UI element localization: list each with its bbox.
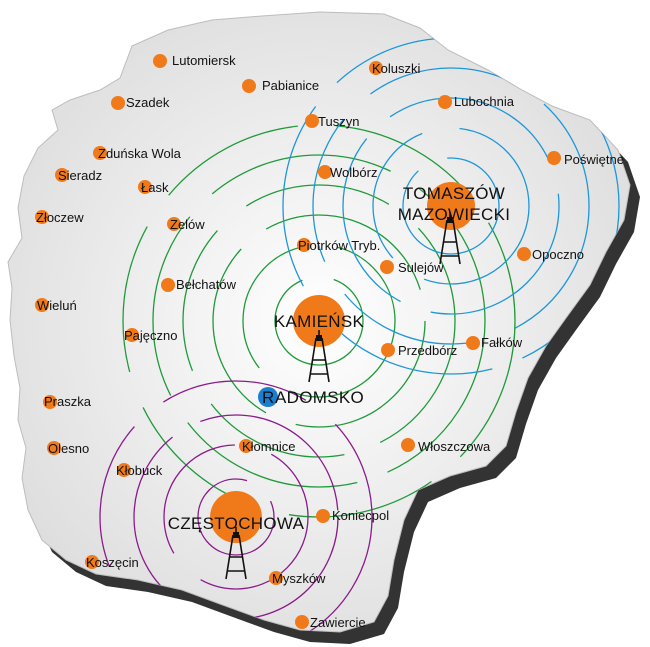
kamiensk-coverage-ring bbox=[242, 244, 396, 398]
town-label-klomnice: Kłomnice bbox=[242, 439, 295, 454]
town-dot-zloczew bbox=[35, 210, 49, 224]
town-label-przedborz: Przedbórz bbox=[398, 343, 457, 358]
town-dot-szadek bbox=[111, 96, 125, 110]
transmitter-tower-icon bbox=[225, 527, 247, 580]
tomaszow-coverage-ring bbox=[402, 157, 500, 255]
town-dot-koniecpol bbox=[316, 509, 330, 523]
town-label-szadek: Szadek bbox=[126, 95, 170, 110]
tomaszow-transmitter-dot bbox=[427, 182, 475, 230]
kamiensk-coverage-ring bbox=[274, 276, 364, 366]
town-label-sulejow: Sulejów bbox=[398, 260, 444, 275]
tomaszow-coverage-ring bbox=[312, 67, 590, 345]
town-dot-pajeczno bbox=[125, 328, 139, 342]
town-dot-zawiercie bbox=[295, 615, 309, 629]
town-dot-wolborz bbox=[318, 165, 332, 179]
town-label-piotrkow-tryb: Piotrków Tryb. bbox=[298, 238, 380, 253]
town-dot-pabianice bbox=[242, 79, 256, 93]
town-dot-tuszyn bbox=[305, 114, 319, 128]
town-label-klobuck: Kłobuck bbox=[116, 463, 163, 478]
kamiensk-coverage-ring bbox=[212, 214, 426, 428]
transmitter-towers bbox=[210, 182, 475, 580]
town-dot-myszkow bbox=[269, 571, 283, 585]
town-dot-zdunska-wola bbox=[93, 146, 107, 160]
transmitter-tower-icon bbox=[439, 212, 461, 265]
town-dot-poswietne bbox=[547, 151, 561, 165]
town-dot-sulejow bbox=[380, 260, 394, 274]
town-label-zdunska-wola: Zduńska Wola bbox=[98, 146, 182, 161]
tomaszow-label: TOMASZÓW bbox=[403, 184, 505, 203]
town-dot-belchatow bbox=[161, 278, 175, 292]
czestochowa-coverage-ring bbox=[163, 444, 309, 590]
radomsko-label-first: R bbox=[262, 388, 275, 407]
town-label-sieradz: Sieradz bbox=[58, 168, 102, 183]
czestochowa-coverage-ring bbox=[99, 380, 373, 632]
kamiensk-transmitter-dot bbox=[293, 295, 345, 347]
radomsko-dot bbox=[258, 387, 278, 407]
town-label-myszkow: Myszków bbox=[272, 571, 326, 586]
town-dot-lubochnia bbox=[438, 95, 452, 109]
town-label-olesno: Olesno bbox=[48, 441, 89, 456]
town-label-praszka: Praszka bbox=[44, 394, 92, 409]
town-dot-wloszczowa bbox=[401, 438, 415, 452]
town-dot-piotrkow-tryb bbox=[297, 238, 311, 252]
town-dot-przedborz bbox=[381, 343, 395, 357]
czestochowa-label: CZĘSTOCHOWA bbox=[168, 514, 305, 533]
town-dots bbox=[35, 54, 561, 629]
town-dot-klobuck bbox=[117, 463, 131, 477]
town-label-pabianice: Pabianice bbox=[262, 78, 319, 93]
town-dot-zelow bbox=[167, 217, 181, 231]
town-label-opoczno: Opoczno bbox=[532, 247, 584, 262]
town-label-koszecin: Koszęcin bbox=[86, 555, 139, 570]
town-label-zelow: Zelów bbox=[170, 217, 205, 232]
town-label-tuszyn: Tuszyn bbox=[318, 114, 359, 129]
town-dot-opoczno bbox=[517, 247, 531, 261]
transmitter-tower-icon bbox=[308, 330, 330, 383]
kamiensk-coverage-ring bbox=[152, 154, 486, 488]
town-label-wielun: Wieluń bbox=[37, 298, 77, 313]
czestochowa-transmitter-dot bbox=[210, 491, 262, 543]
transmitter-labels: KAMIEŃSK TOMASZÓW MAZOWIECKI CZĘSTOCHOWA bbox=[168, 184, 511, 533]
czestochowa-coverage-ring bbox=[197, 478, 275, 556]
town-label-wolborz: Wolbórz bbox=[330, 165, 377, 180]
tomaszow-coverage-ring bbox=[342, 97, 560, 315]
town-dot-falkow bbox=[466, 336, 480, 350]
town-label-pajeczno: Pajęczno bbox=[124, 328, 177, 343]
town-dot-klomnice bbox=[239, 439, 253, 453]
town-label-koniecpol: Koniecpol bbox=[332, 508, 389, 523]
tomaszow-coverage-ring bbox=[372, 127, 530, 285]
town-label-wloszczowa: Włoszczowa bbox=[418, 439, 491, 454]
town-label-lubochnia: Lubochnia bbox=[454, 94, 515, 109]
town-label-lutomiersk: Lutomiersk bbox=[172, 53, 236, 68]
town-dot-praszka bbox=[43, 395, 57, 409]
town-dot-koszecin bbox=[85, 555, 99, 569]
town-dot-lask bbox=[138, 180, 152, 194]
town-label-belchatow: Bełchatów bbox=[176, 277, 237, 292]
town-dot-lutomiersk bbox=[153, 54, 167, 68]
radomsko-label-rest: ADOMSKO bbox=[275, 388, 364, 407]
kamiensk-label: KAMIEŃSK bbox=[274, 312, 365, 331]
radomsko-marker: R ADOMSKO bbox=[258, 387, 364, 407]
town-dot-olesno bbox=[47, 441, 61, 455]
town-label-koluszki: Koluszki bbox=[372, 61, 421, 76]
town-label-poswietne: Poświętne bbox=[564, 152, 624, 167]
town-label-lask: Łask bbox=[141, 180, 169, 195]
town-dot-sieradz bbox=[55, 168, 69, 182]
town-label-falkow: Fałków bbox=[481, 335, 523, 350]
town-label-zloczew: Złoczew bbox=[36, 210, 84, 225]
town-label-zawiercie: Zawiercie bbox=[310, 615, 366, 630]
town-dot-koluszki bbox=[369, 61, 383, 75]
tomaszow-label: MAZOWIECKI bbox=[398, 205, 511, 224]
town-dot-wielun bbox=[35, 298, 49, 312]
